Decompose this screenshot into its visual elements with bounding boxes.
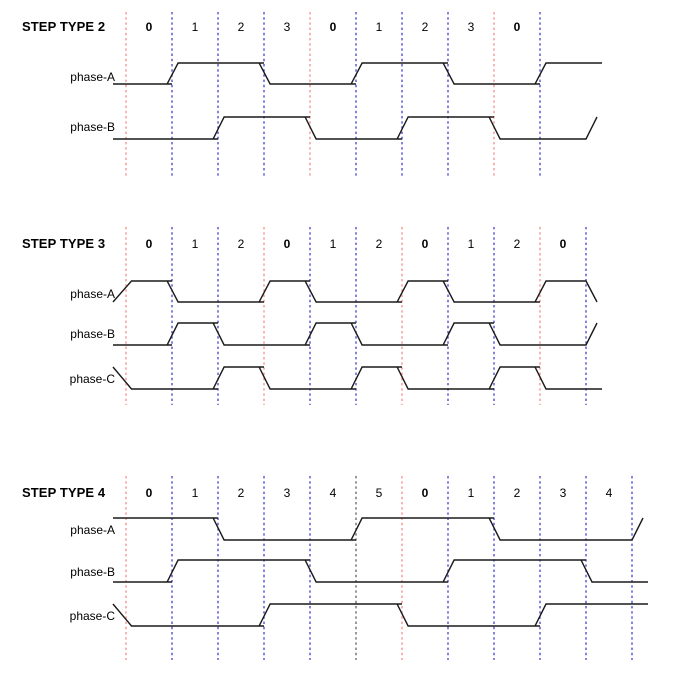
gridline-group [125,476,633,660]
signal-label-phase-A: phase-A [70,287,115,301]
step-index-label-step-type-3-5: 2 [375,237,383,251]
step-index-label-step-type-3-6: 0 [421,237,429,251]
step-index-label-step-type-4-1: 1 [191,486,199,500]
step-index-label-step-type-3-9: 0 [559,237,567,251]
step-index-label-step-type-3-0: 0 [145,237,153,251]
step-index-label-step-type-4-0: 0 [145,486,153,500]
step-index-label-step-type-2-5: 1 [375,20,383,34]
step-index-label-step-type-4-6: 0 [421,486,429,500]
step-index-label-step-type-4-4: 4 [329,486,337,500]
signal-label-phase-A: phase-A [70,70,115,84]
waveform-phase-A [113,62,602,85]
step-index-label-step-type-4-10: 4 [605,486,613,500]
step-index-label-step-type-2-2: 2 [237,20,245,34]
waveform-phase-C [112,366,602,390]
step-index-label-step-type-4-5: 5 [375,486,383,500]
waveform-phase-B [113,559,648,583]
waveform-phase-A [113,517,644,541]
step-index-label-step-type-2-1: 1 [191,20,199,34]
block-title-step-type-4: STEP TYPE 4 [22,485,106,500]
block-title-step-type-3: STEP TYPE 3 [22,236,106,251]
step-index-label-step-type-2-0: 0 [145,20,153,34]
step-index-label-step-type-4-8: 2 [513,486,521,500]
step-index-label-step-type-4-3: 3 [283,486,291,500]
gridline-group [125,227,587,405]
diagram-block-step-type-2: STEP TYPE 2 0 1 2 3 0 1 2 3 0 phase-A phase-B [0,0,674,200]
step-index-label-step-type-2-6: 2 [421,20,429,34]
step-index-label-step-type-2-7: 3 [467,20,475,34]
signal-label-phase-A: phase-A [70,523,115,537]
step-index-label-step-type-2-3: 3 [283,20,291,34]
signal-label-phase-C: phase-C [69,609,115,623]
waveform-canvas-step-type-3 [112,227,602,405]
block-title-step-type-2: STEP TYPE 2 [22,19,106,34]
step-index-label-step-type-2-4: 0 [329,20,337,34]
step-index-label-step-type-3-7: 1 [467,237,475,251]
step-index-label-step-type-2-8: 0 [513,20,521,34]
diagram-block-step-type-4: STEP TYPE 4 0 1 2 3 4 5 0 1 2 3 4 phase-A phase-B phas… [0,460,674,675]
waveform-phase-A [112,280,598,303]
signal-label-phase-B: phase-B [70,120,115,134]
step-index-label-step-type-3-1: 1 [191,237,199,251]
waveform-phase-B [113,116,598,140]
step-index-label-step-type-3-8: 2 [513,237,521,251]
signal-label-phase-B: phase-B [70,565,115,579]
waveform-phase-C [112,603,648,627]
step-index-label-step-type-3-4: 1 [329,237,337,251]
waveform-canvas-step-type-4 [112,476,648,660]
step-index-label-step-type-3-2: 2 [237,237,245,251]
step-index-label-step-type-3-3: 0 [283,237,291,251]
waveform-canvas-step-type-2 [113,12,602,178]
diagram-block-step-type-3: STEP TYPE 3 0 1 2 0 1 2 0 1 2 0 phase-A phase-B phase… [0,215,674,415]
step-index-label-step-type-4-2: 2 [237,486,245,500]
signal-label-phase-C: phase-C [69,372,115,386]
step-index-label-step-type-4-9: 3 [559,486,567,500]
signal-label-phase-B: phase-B [70,327,115,341]
gridline-group [125,12,541,178]
step-index-label-step-type-4-7: 1 [467,486,475,500]
waveform-phase-B [113,322,598,346]
